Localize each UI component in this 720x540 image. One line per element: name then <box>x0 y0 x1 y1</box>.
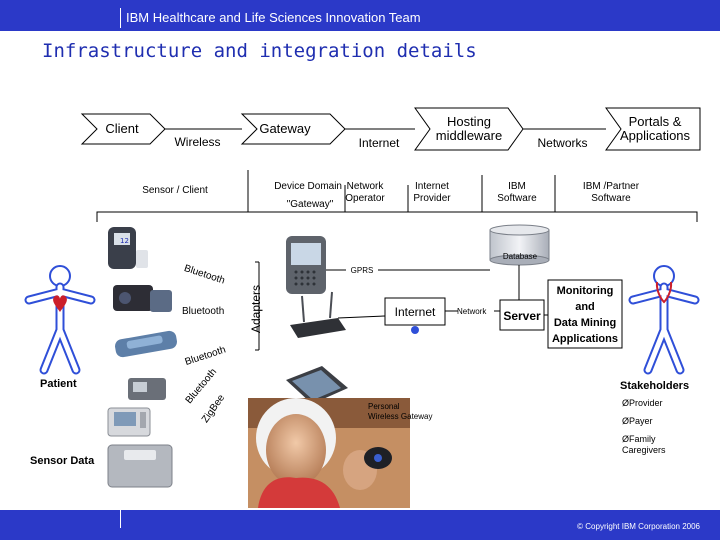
flow-gateway-label: Gateway <box>259 121 311 136</box>
flow-networks-label: Networks <box>537 136 588 150</box>
wireless-router-image <box>290 291 346 338</box>
personal-gateway-line1: Personal <box>368 402 400 411</box>
header-title: IBM Healthcare and Life Sciences Innovat… <box>126 10 421 25</box>
flow-gateway <box>240 113 346 145</box>
role-network-operator-line2: Operator <box>345 193 385 204</box>
role-network-operator-line1: Network <box>346 181 384 192</box>
role-ibm-partner-software: IBM /Partner Software <box>576 181 646 205</box>
role-device-domain-line2: "Gateway" <box>286 199 334 210</box>
role-internet-provider-line2: Provider <box>413 193 451 204</box>
monitoring-line1: Monitoring <box>556 285 614 297</box>
internet-node <box>384 297 446 334</box>
patient-label: Patient <box>40 378 77 390</box>
role-ibm-partner-line1: IBM /Partner <box>582 181 640 192</box>
monitoring-apps-label: Monitoring and Data Mining Applications <box>548 283 622 347</box>
patient-figure <box>24 265 96 375</box>
personal-gateway-label: Personal Wireless Gateway <box>368 402 432 422</box>
role-device-domain-line1: Device Domain <box>274 181 342 192</box>
role-bracket <box>96 170 698 222</box>
flow-wireless-label: Wireless <box>174 135 221 149</box>
role-network-operator: Network Operator <box>340 181 390 205</box>
role-ibm-partner-line2: Software <box>591 193 631 204</box>
monitoring-line4: Applications <box>551 333 618 345</box>
weight-sensor-image <box>115 330 177 358</box>
blood-pressure-cuff-image <box>113 285 172 312</box>
flow-hosting-label: Hosting middleware <box>430 115 508 143</box>
pda-device-image <box>107 407 151 437</box>
flow-portals-line2: Applications <box>619 128 691 143</box>
role-internet-provider: Internet Provider <box>406 181 458 205</box>
role-internet-provider-line1: Internet <box>415 181 449 192</box>
monitoring-line2: and <box>575 301 595 313</box>
stakeholder-provider: ØProvider <box>622 398 663 408</box>
svg-text:12: 12 <box>120 237 129 245</box>
database-label: Database <box>502 252 538 261</box>
page-title: Infrastructure and integration details <box>42 40 477 62</box>
copyright-text: © Copyright IBM Corporation 2006 <box>577 522 700 531</box>
flow-client <box>80 113 166 145</box>
personal-gateway-line2: Wireless Gateway <box>368 412 433 421</box>
flow-internet-label: Internet <box>358 136 400 150</box>
role-sensor-client: Sensor / Client <box>142 185 208 196</box>
flow-portals <box>605 107 701 151</box>
flow-hosting-line2: middleware <box>435 128 503 143</box>
stakeholder-family: ØFamily Caregivers <box>622 434 666 456</box>
bathroom-scale-image <box>107 444 173 488</box>
flow-client-label: Client <box>105 121 139 136</box>
adapters-label: Adapters <box>249 284 263 334</box>
tablet-pc-image <box>286 366 348 404</box>
elderly-woman-photo <box>248 398 410 508</box>
stakeholders-label: Stakeholders <box>620 380 690 392</box>
flow-portals-label: Portals & Applications <box>615 115 695 143</box>
sensor-data-label: Sensor Data <box>30 455 95 467</box>
glucose-meter-image: 12 <box>108 227 148 269</box>
role-ibm-software-line2: Software <box>497 193 537 204</box>
mobile-phone-image <box>286 236 326 294</box>
flow-hosting <box>414 107 524 151</box>
internet-node-label: Internet <box>394 305 436 319</box>
stakeholder-family-line2: Caregivers <box>622 445 666 455</box>
role-ibm-software: IBM Software <box>492 181 542 205</box>
bluetooth-mid-label: Bluetooth <box>182 306 225 317</box>
role-ibm-software-line1: IBM <box>508 181 526 192</box>
stakeholder-family-line1: ØFamily <box>622 434 656 444</box>
router-internet-link <box>337 315 386 319</box>
network-label: Network <box>457 307 487 316</box>
adapters-bracket <box>255 261 260 351</box>
monitoring-apps-box <box>547 279 623 349</box>
stakeholder-figure <box>628 265 700 375</box>
server-label: Server <box>503 309 541 323</box>
monitoring-line3: Data Mining <box>553 317 617 329</box>
footer-divider <box>120 510 121 528</box>
flow-portals-line1: Portals & <box>628 114 682 129</box>
flow-hosting-line1: Hosting <box>446 114 492 129</box>
server-node <box>499 299 545 331</box>
database-cylinder <box>489 224 550 266</box>
stakeholder-payer: ØPayer <box>622 416 653 426</box>
header-divider <box>120 8 121 28</box>
activity-monitor-image <box>128 378 166 400</box>
gprs-label: GPRS <box>346 266 378 276</box>
